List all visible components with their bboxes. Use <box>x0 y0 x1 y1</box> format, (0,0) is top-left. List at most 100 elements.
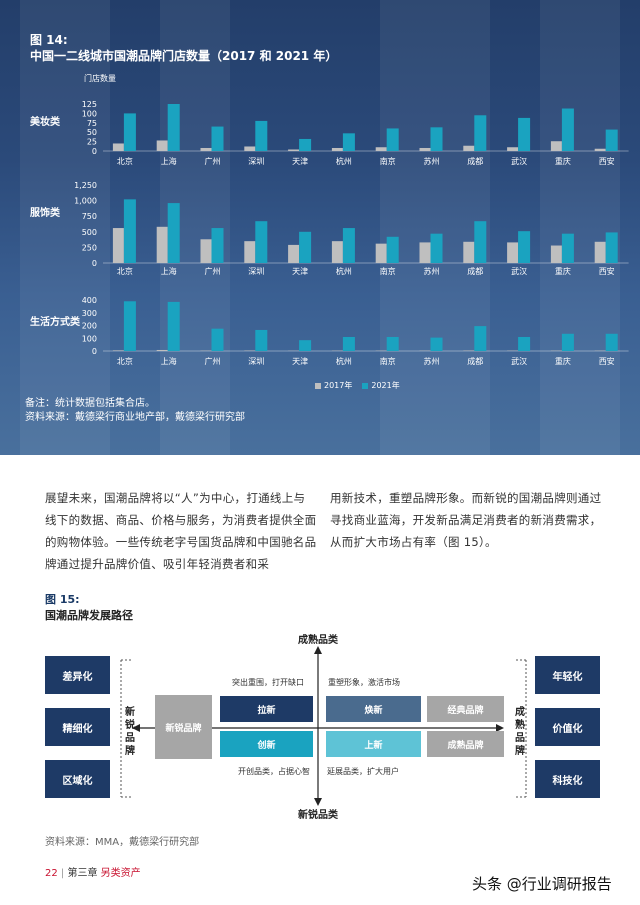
bar <box>375 243 387 263</box>
left-box-refinement: 精细化 <box>45 708 110 746</box>
bar <box>331 147 343 151</box>
legend-item-2017: 2017年 <box>315 380 352 391</box>
x-tick-label: 武汉 <box>511 156 527 166</box>
x-tick-label: 深圳 <box>248 266 264 275</box>
x-tick-label: 北京 <box>117 156 133 166</box>
background-building <box>540 0 620 455</box>
bar <box>244 241 256 263</box>
x-tick-label: 杭州 <box>336 356 352 366</box>
x-tick-label: 广州 <box>205 356 221 366</box>
y-tick-label: 50 <box>87 128 97 137</box>
bar <box>342 336 355 351</box>
figure15-source: 资料来源：MMA，戴德梁行研究部 <box>45 837 200 848</box>
y-tick-label: 0 <box>92 259 97 268</box>
x-tick-label: 上海 <box>161 356 177 366</box>
x-tick-label: 上海 <box>161 266 177 275</box>
x-tick-label: 武汉 <box>511 266 527 275</box>
x-tick-label: 重庆 <box>555 266 571 275</box>
page-number: 22 <box>45 868 58 879</box>
x-tick-label: 苏州 <box>424 356 440 366</box>
right-box-technology: 科技化 <box>535 760 600 798</box>
caption-top-left: 突出重围，打开缺口 <box>232 678 304 687</box>
x-tick-label: 重庆 <box>555 156 571 166</box>
bar <box>255 221 268 263</box>
bar <box>375 147 387 151</box>
figure14-note: 备注：统计数据包括集合店。 <box>25 398 155 409</box>
caption-bottom-right: 延展品类，扩大用户 <box>327 767 399 776</box>
bar <box>123 113 136 151</box>
background-building <box>20 0 110 455</box>
x-tick-label: 杭州 <box>336 266 352 275</box>
bar <box>518 117 531 151</box>
y-tick-label: 100 <box>82 109 97 118</box>
bar <box>342 228 355 263</box>
y-tick-label: 125 <box>82 100 97 109</box>
bar <box>200 239 212 263</box>
bar <box>474 221 487 263</box>
page-footer: 22 | 第三章 另类资产 <box>45 868 141 879</box>
cosmetics-chart: 0255075100125北京上海广州深圳天津杭州南京苏州成都武汉重庆西安 <box>82 100 629 166</box>
quadrant-bottom-left: 创新 <box>220 731 313 757</box>
bar <box>299 231 312 263</box>
bar <box>386 336 399 351</box>
vertical-label-mature-brand: 成熟品牌 <box>515 707 525 757</box>
center-box-new-brand: 新锐品牌 <box>155 695 212 759</box>
x-tick-label: 天津 <box>292 356 308 366</box>
y-tick-label: 200 <box>82 322 97 331</box>
bar <box>594 148 606 151</box>
lifestyle-chart: 0100200300400北京上海广州深圳天津杭州南京苏州成都武汉重庆西安 <box>82 296 629 366</box>
y-tick-label: 75 <box>87 119 97 128</box>
bar <box>430 233 443 263</box>
bar <box>561 233 574 263</box>
bar <box>167 104 180 151</box>
chart-title-apparel: 服饰类 <box>30 208 60 219</box>
y-tick-label: 1,250 <box>74 181 97 190</box>
arrow-right-icon <box>496 724 504 732</box>
quadrant-bottom-right: 上新 <box>326 731 421 757</box>
x-tick-label: 上海 <box>161 156 177 166</box>
bar <box>518 336 531 351</box>
right-box-rejuvenation: 年轻化 <box>535 656 600 694</box>
axis-label-top: 成熟品类 <box>298 635 338 646</box>
axis-label-bottom: 新锐品类 <box>298 810 338 821</box>
bar <box>550 141 562 151</box>
watermark: 头条 @行业调研报告 <box>472 875 612 893</box>
x-tick-label: 南京 <box>380 356 396 366</box>
bar <box>518 231 531 263</box>
body-paragraph-col2: 用新技术，重塑品牌形象。而新锐的国潮品牌则通过寻找商业蓝海，开发新品满足消费者的… <box>330 491 602 549</box>
bar <box>507 242 519 263</box>
bar <box>288 244 300 263</box>
vertical-label-new-brand: 新锐品牌 <box>125 707 135 757</box>
background-building <box>380 0 490 455</box>
chart-title-cosmetics: 美妆类 <box>30 117 60 128</box>
x-tick-label: 深圳 <box>248 356 264 366</box>
chart-legend: 2017年 2021年 <box>315 380 400 391</box>
chart-unit-label: 门店数量 <box>84 74 116 83</box>
y-tick-label: 250 <box>82 243 97 252</box>
bar <box>419 242 431 263</box>
bar <box>255 329 268 351</box>
bar <box>156 140 168 151</box>
y-tick-label: 750 <box>82 212 97 221</box>
figure14-source: 资料来源：戴德梁行商业地产部，戴德梁行研究部 <box>25 412 245 423</box>
box-classic-brand: 经典品牌 <box>427 696 504 722</box>
x-tick-label: 北京 <box>117 356 133 366</box>
bar <box>474 326 487 351</box>
figure15-title: 国潮品牌发展路径 <box>45 609 133 622</box>
bar <box>342 133 355 151</box>
bar <box>550 245 562 263</box>
bar <box>561 333 574 351</box>
bar <box>123 301 136 351</box>
footer-chapter: 第三章 <box>67 868 98 879</box>
bar <box>211 126 224 151</box>
y-tick-label: 100 <box>82 334 97 343</box>
bar <box>507 147 519 151</box>
x-tick-label: 苏州 <box>424 156 440 166</box>
legend-item-2021: 2021年 <box>362 380 400 391</box>
bar <box>244 350 256 351</box>
bar <box>605 129 618 151</box>
x-tick-label: 苏州 <box>424 266 440 275</box>
bar <box>112 228 124 263</box>
x-tick-label: 南京 <box>380 266 396 275</box>
bar <box>156 349 168 351</box>
